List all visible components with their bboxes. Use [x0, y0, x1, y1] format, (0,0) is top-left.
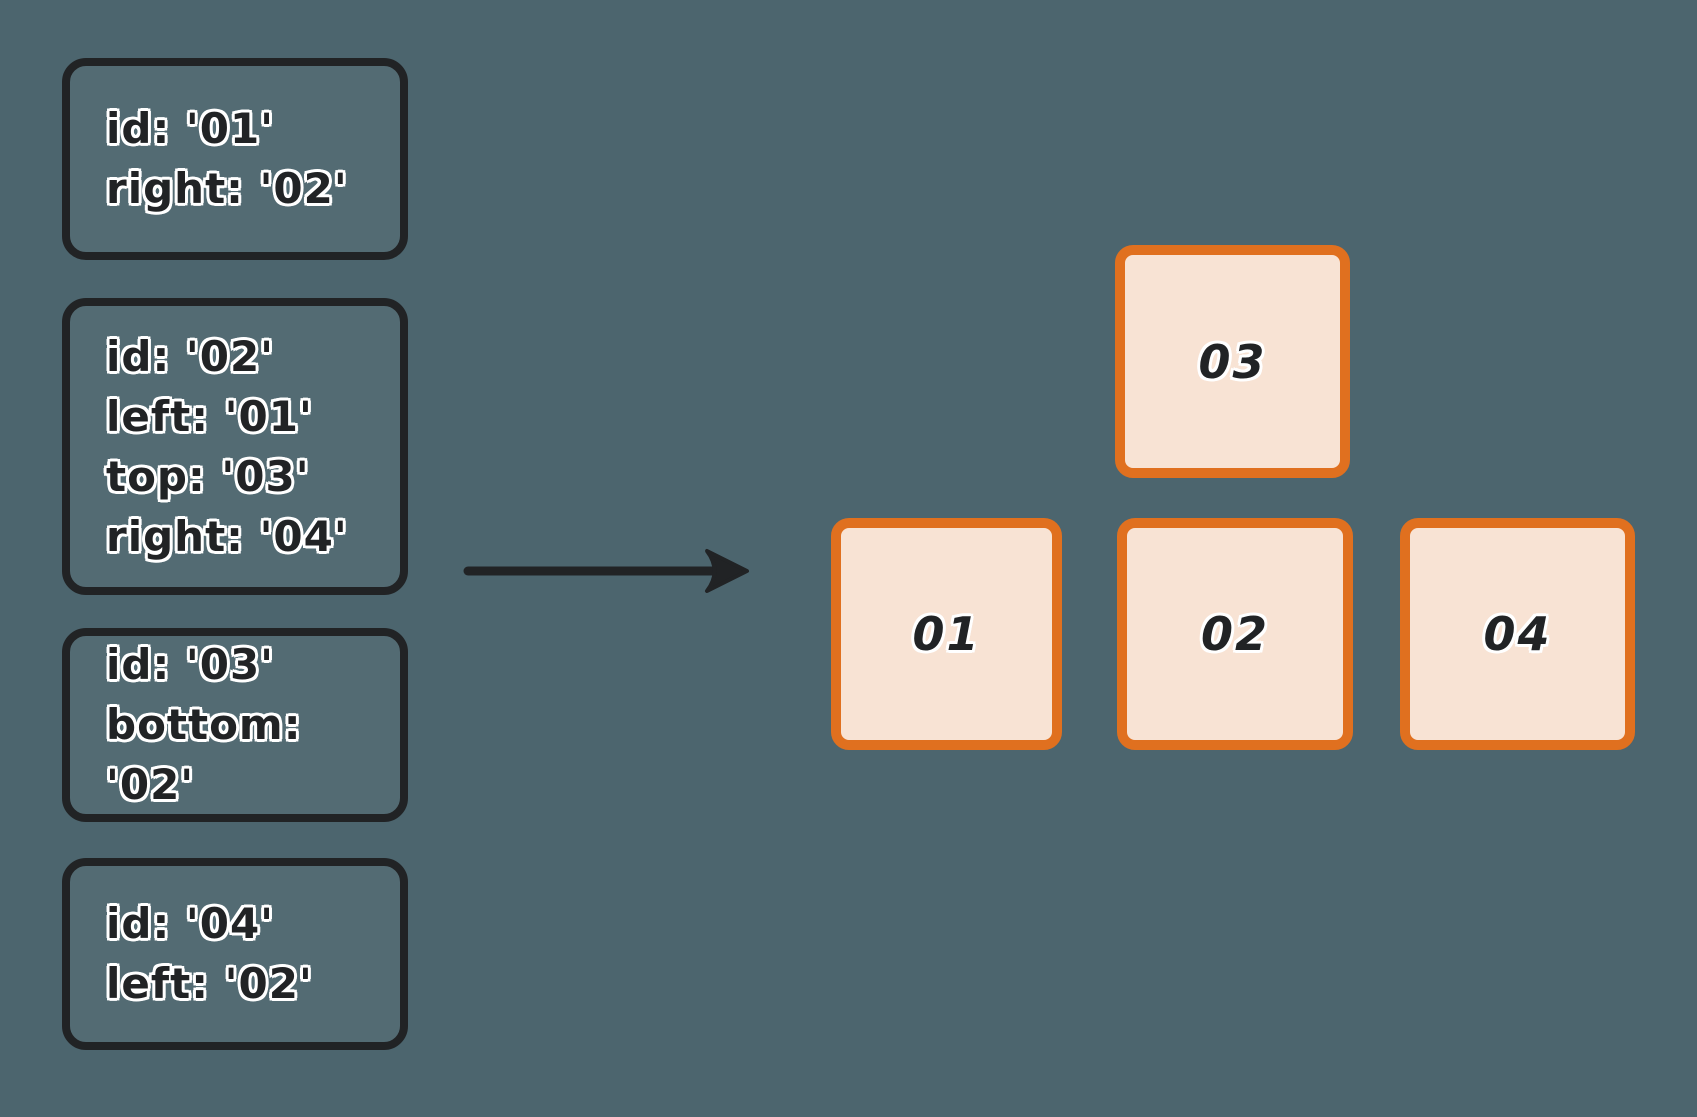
layout-node-04: 04	[1400, 518, 1635, 750]
layout-node-02: 02	[1117, 518, 1353, 750]
layout-node-01: 01	[831, 518, 1062, 750]
node-label: 02	[1200, 607, 1269, 661]
spec-line-right: right: '02'	[106, 164, 348, 213]
spec-line-left: left: '01'	[106, 391, 313, 441]
spec-card-node-01: id: '01' right: '02'	[62, 58, 408, 260]
spec-line-id: id: '02'	[106, 331, 275, 381]
spec-line-right: right: '04'	[106, 511, 348, 561]
layout-node-03: 03	[1115, 245, 1350, 478]
node-label: 03	[1198, 334, 1267, 389]
node-label: 01	[912, 607, 981, 661]
spec-line-id: id: '03'	[106, 640, 275, 689]
spec-card-node-03: id: '03' bottom: '02'	[62, 628, 408, 822]
node-label: 04	[1483, 607, 1552, 661]
spec-card-node-04: id: '04' left: '02'	[62, 858, 408, 1050]
spec-line-top: top: '03'	[106, 451, 310, 501]
spec-line-bottom: bottom: '02'	[106, 700, 302, 809]
spec-card-node-02: id: '02' left: '01' top: '03' right: '04…	[62, 298, 408, 595]
spec-line-id: id: '01'	[106, 104, 275, 153]
spec-line-left: left: '02'	[106, 959, 313, 1008]
spec-line-id: id: '04'	[106, 899, 275, 948]
arrow-right-icon	[463, 549, 749, 593]
